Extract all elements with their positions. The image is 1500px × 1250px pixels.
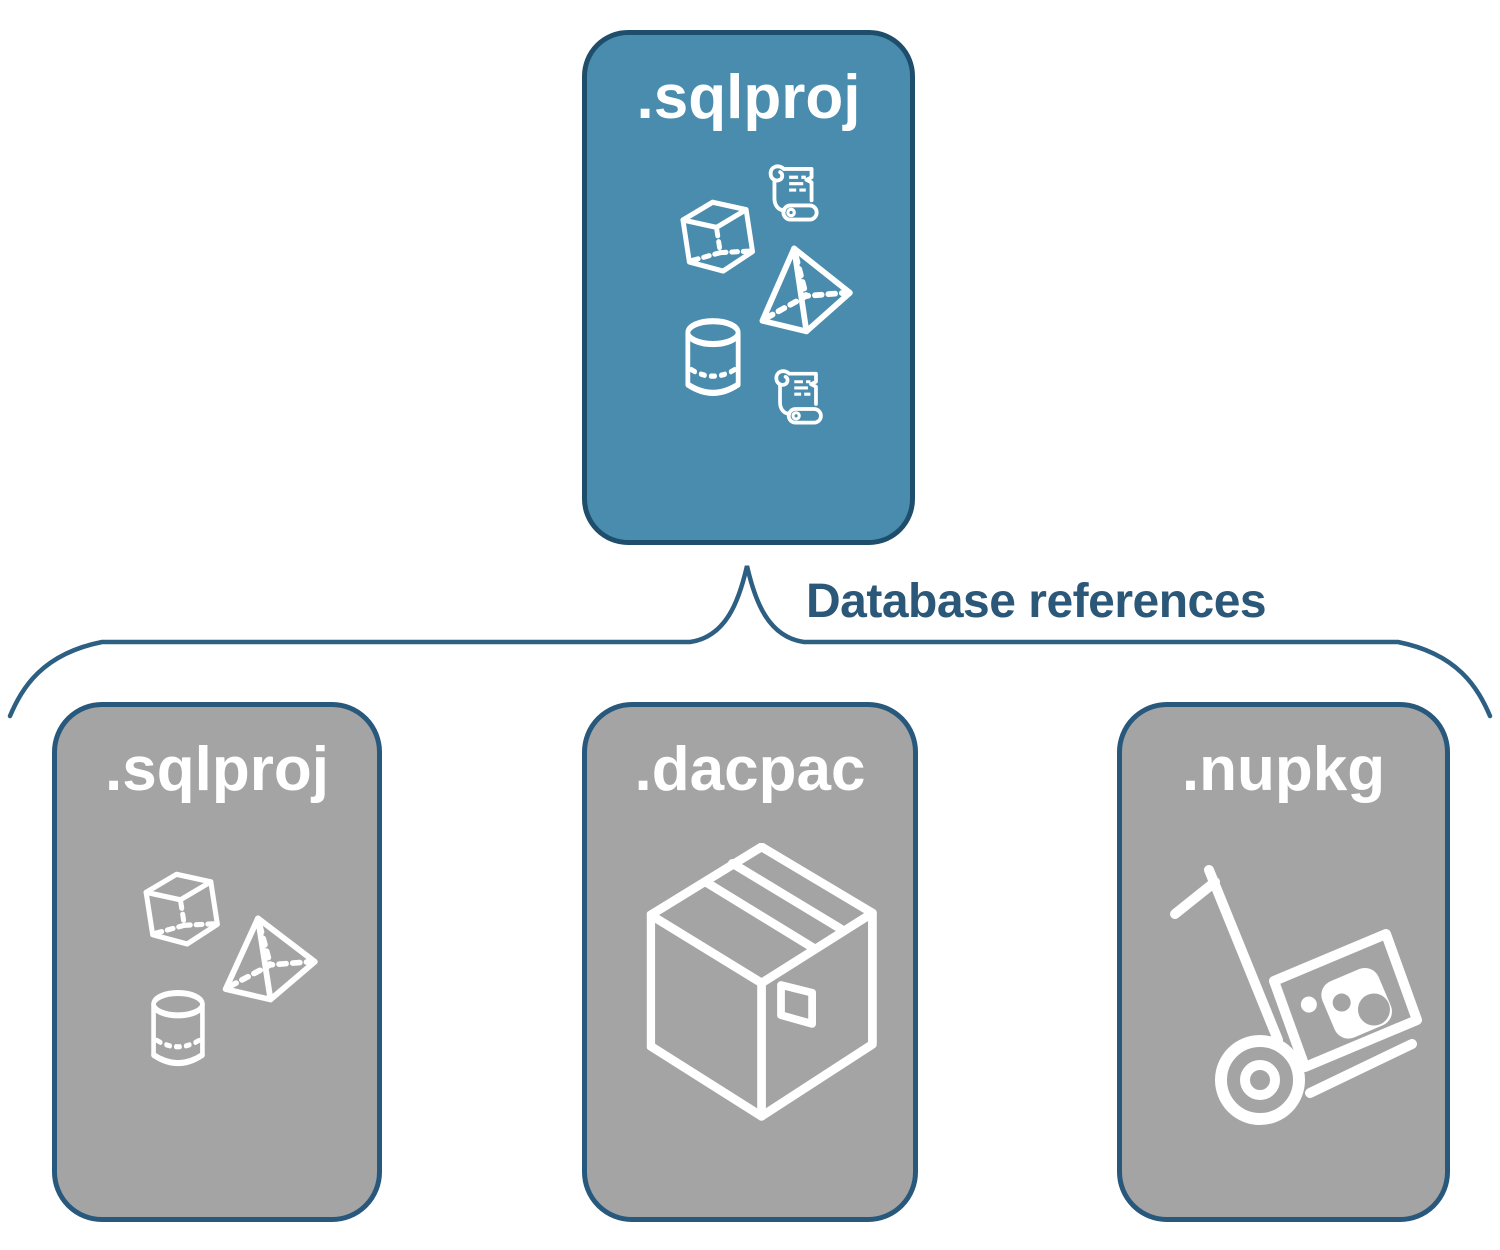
root-node-title: .sqlproj [636, 63, 861, 132]
cylinder-icon [688, 321, 738, 393]
child-node-title: .dacpac [634, 735, 866, 804]
node-root-sqlproj: .sqlproj [582, 30, 915, 545]
pyramid-icon [748, 239, 856, 341]
scroll-icon [774, 369, 823, 425]
sql-project-objects-icons [140, 867, 320, 1073]
scroll-icon [768, 164, 819, 222]
connector-caption: Database references [806, 575, 1267, 628]
pyramid-icon [211, 909, 320, 1009]
package-box-icon [645, 843, 882, 1125]
cube-icon [144, 869, 219, 949]
node-child-nupkg: .nupkg [1117, 702, 1450, 1222]
cube-icon [681, 197, 755, 276]
package-box-icon [651, 847, 873, 1116]
hand-truck-icon [1165, 850, 1435, 1140]
cylinder-icon [154, 993, 203, 1063]
hand-truck-icon [1175, 870, 1417, 1119]
node-child-sqlproj: .sqlproj [52, 702, 382, 1222]
sql-project-objects-icons [673, 164, 857, 425]
child-node-title: .sqlproj [105, 735, 329, 804]
node-child-dacpac: .dacpac [582, 702, 918, 1222]
child-node-title: .nupkg [1181, 735, 1386, 804]
